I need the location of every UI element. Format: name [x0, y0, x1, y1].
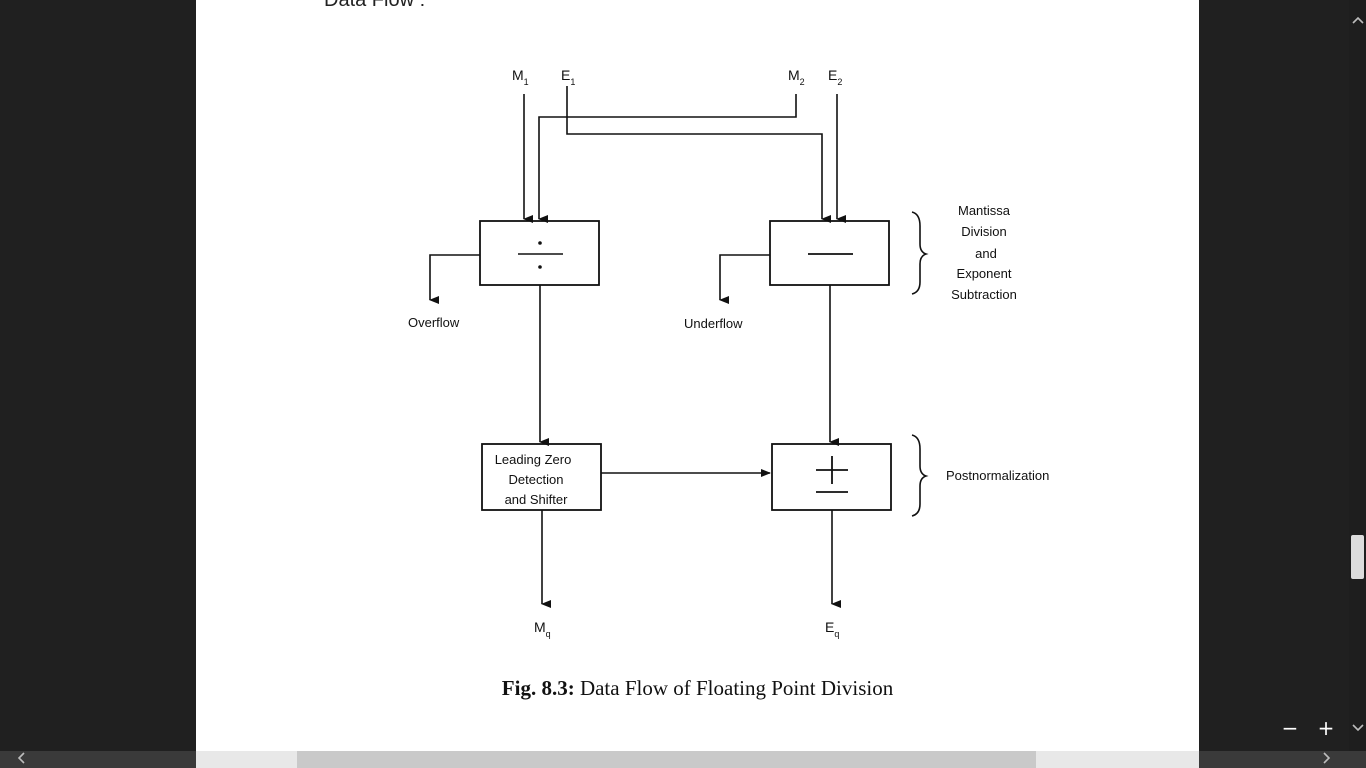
zoom-out-button[interactable]: −: [1281, 716, 1299, 740]
output-eq-label: Eq: [825, 619, 839, 639]
chevron-down-icon[interactable]: [1349, 720, 1366, 737]
stage2-label: Postnormalization: [946, 468, 1049, 483]
exponent-subtract-box: [769, 220, 890, 286]
plus-minus-symbol: [816, 456, 848, 493]
figure-caption: Fig. 8.3: Data Flow of Floating Point Di…: [501, 676, 894, 700]
mantissa-divide-box: [479, 220, 600, 286]
svg-text:Division: Division: [961, 224, 1007, 239]
svg-text:and Shifter: and Shifter: [505, 492, 569, 507]
document-page: Data Flow : M1 E1 M2 E2: [196, 0, 1199, 751]
floating-point-division-diagram: M1 E1 M2 E2: [408, 67, 1049, 639]
stage1-brace: [911, 211, 929, 295]
section-heading: Data Flow :: [324, 0, 426, 11]
overflow-label: Overflow: [408, 315, 460, 330]
svg-text:Mantissa: Mantissa: [958, 203, 1011, 218]
vertical-scroll-thumb[interactable]: [1351, 535, 1364, 579]
chevron-right-icon[interactable]: [1318, 751, 1335, 768]
svg-text:and: and: [975, 246, 997, 261]
svg-text:Subtraction: Subtraction: [951, 287, 1017, 302]
stage2-brace: [911, 434, 929, 517]
input-m1-label: M1: [512, 67, 529, 87]
input-e2-label: E2: [828, 67, 842, 87]
chevron-up-icon[interactable]: [1349, 12, 1366, 29]
svg-text:Leading Zero: Leading Zero: [495, 452, 572, 467]
horizontal-scrollbar[interactable]: [0, 751, 1366, 768]
chevron-left-icon[interactable]: [12, 751, 29, 768]
input-wires: [523, 86, 846, 223]
horizontal-scroll-thumb[interactable]: [297, 751, 1036, 768]
vertical-scrollbar[interactable]: [1349, 0, 1366, 751]
leading-zero-label: Leading Zero Detection and Shifter: [495, 452, 572, 507]
svg-text:Detection: Detection: [509, 472, 564, 487]
zoom-in-button[interactable]: +: [1317, 716, 1335, 740]
stage1-label: Mantissa Division and Exponent Subtracti…: [951, 203, 1017, 302]
underflow-label: Underflow: [684, 316, 743, 331]
input-m2-label: M2: [788, 67, 805, 87]
svg-text:Exponent: Exponent: [957, 266, 1012, 281]
output-mq-label: Mq: [534, 619, 551, 639]
input-e1-label: E1: [561, 67, 575, 87]
